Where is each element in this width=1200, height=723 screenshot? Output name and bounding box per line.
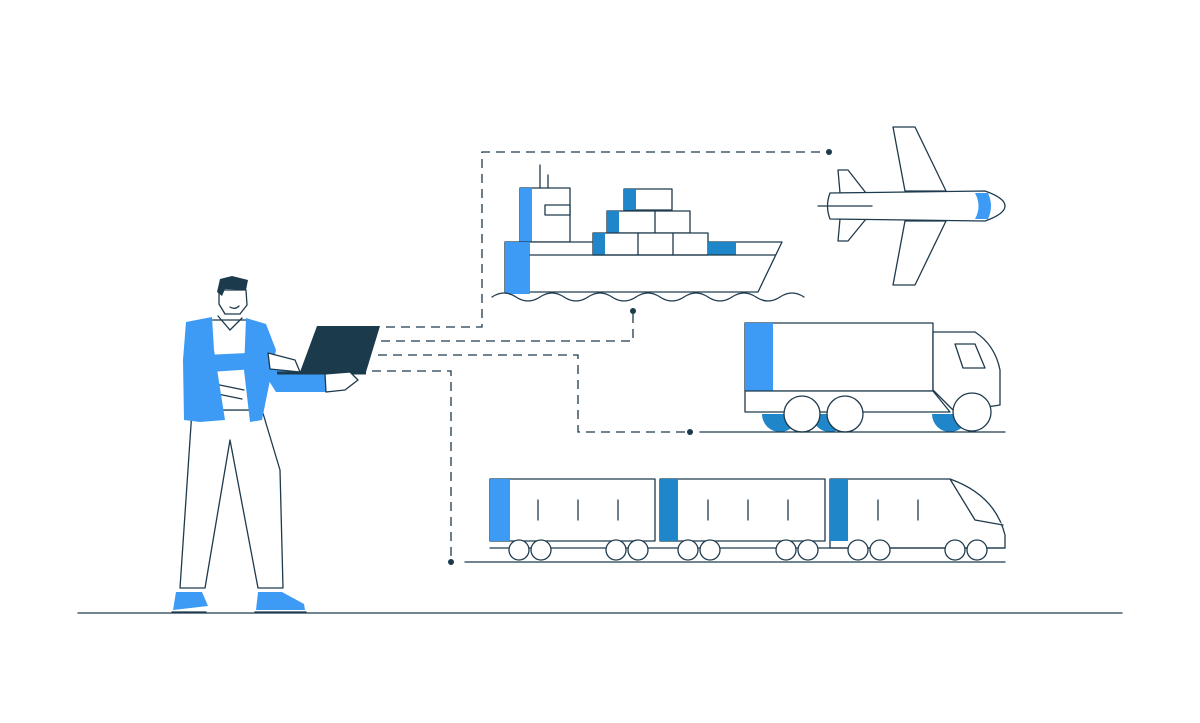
- truck-cargo-box: [744, 322, 934, 392]
- connector-to-plane: [386, 151, 829, 328]
- container: [593, 233, 605, 255]
- hair: [217, 276, 248, 296]
- cargo-ship: [491, 164, 805, 302]
- person-with-laptop: [171, 276, 380, 613]
- train-wheel: [797, 539, 819, 561]
- train-wheels: [508, 539, 988, 561]
- train-wheel: [699, 539, 721, 561]
- jacket-right: [244, 318, 276, 422]
- airplane: [817, 126, 1006, 286]
- ship-bridge-accent: [520, 188, 532, 242]
- connector-to-train: [372, 370, 452, 562]
- plane-fuselage: [826, 190, 1006, 222]
- plane-nose: [975, 193, 991, 219]
- train-wheel: [966, 539, 988, 561]
- truck: [699, 322, 1006, 433]
- container: [606, 210, 691, 234]
- train-window: [949, 478, 1004, 526]
- container: [624, 189, 636, 210]
- train-car-accent: [830, 479, 848, 541]
- train-wheel: [847, 539, 869, 561]
- train-wheel: [775, 539, 797, 561]
- hand-holding: [324, 371, 359, 393]
- waves: [491, 292, 805, 302]
- train-wheel: [944, 539, 966, 561]
- truck-wheel: [783, 395, 821, 433]
- connector-to-ship: [381, 312, 634, 342]
- plane-top-wing: [892, 126, 947, 192]
- train-wheel: [605, 539, 627, 561]
- container: [708, 242, 736, 255]
- connector-dot-ship: [630, 308, 636, 314]
- train-wheel: [530, 539, 552, 561]
- plane-tail-top: [837, 169, 867, 194]
- train-car-accent: [490, 479, 510, 541]
- laptop: [300, 326, 380, 372]
- train-wheel: [508, 539, 530, 561]
- connector-dot-truck: [687, 429, 693, 435]
- train-wheel: [677, 539, 699, 561]
- ship-hull-accent: [505, 242, 530, 294]
- train-car: [489, 478, 656, 542]
- truck-window: [954, 343, 986, 369]
- left-shoe: [173, 592, 208, 610]
- right-shoe: [256, 592, 305, 610]
- connector-lines: [372, 149, 832, 565]
- containers: [592, 188, 736, 256]
- connector-to-truck: [378, 354, 690, 433]
- train-car: [659, 478, 826, 542]
- connector-dot-plane: [826, 149, 832, 155]
- train-vents: [537, 499, 919, 521]
- train-wheel: [627, 539, 649, 561]
- train-car-accent: [660, 479, 678, 541]
- truck-cargo-accent: [745, 323, 773, 391]
- connector-dot-train: [448, 559, 454, 565]
- ship-window: [544, 204, 571, 216]
- arm-pointing: [190, 330, 270, 372]
- plane-bottom-wing: [892, 220, 947, 286]
- hand-pointing: [267, 352, 301, 373]
- plane-tail-bottom: [837, 218, 867, 242]
- arm-holding: [262, 340, 326, 392]
- train: [464, 478, 1006, 563]
- container: [592, 232, 709, 256]
- truck-wheel: [826, 395, 864, 433]
- smile: [229, 305, 240, 309]
- container: [607, 211, 619, 233]
- pants: [179, 409, 284, 589]
- truck-wheel: [952, 392, 992, 432]
- neck-v: [217, 315, 243, 331]
- train-wheel: [869, 539, 891, 561]
- face: [218, 289, 248, 315]
